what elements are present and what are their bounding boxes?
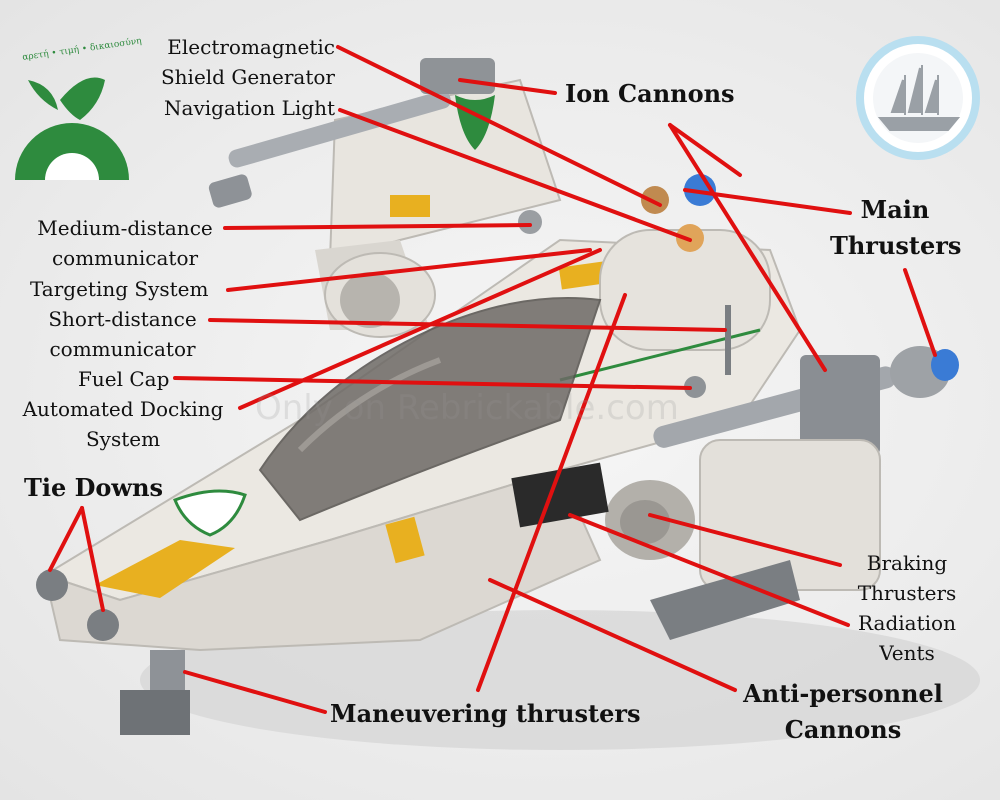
label-electromagnetic-line1: Electromagnetic [167,35,335,59]
label-navigation-light: Navigation Light [164,96,335,120]
label-radiation-line2: Vents [879,641,935,665]
side-yellow-block [385,516,425,564]
fuel-cap-part [684,376,706,398]
eagle-laurel-emblem-icon [28,77,105,120]
leader-tie-downs-b [80,506,105,612]
label-ion-cannons: Ion Cannons [565,79,735,108]
leader-short-comm [208,318,727,332]
label-docking-line1: Automated Docking [22,397,224,421]
label-braking-line1: Braking [866,551,948,575]
main-thruster-blue [931,349,959,381]
left-logo-sunburst [15,123,129,180]
ground-shadow [140,610,980,750]
label-radiation-line1: Radiation [858,611,956,635]
right-pod-block [800,355,880,455]
label-docking: Automated Docking System [8,394,238,454]
front-landing-foot [120,690,190,735]
radiation-vents [511,462,609,528]
label-braking: Braking Thrusters [846,548,968,608]
label-tie-downs: Tie Downs [24,473,164,502]
leader-radiation [568,513,850,627]
canopy-highlight [297,357,442,453]
leader-braking [648,513,842,567]
leader-maneuvering-b [476,293,627,692]
label-medium-comm: Medium-distance communicator [20,213,230,273]
upper-ion-cannon-tip [208,174,252,208]
label-maneuvering: Maneuvering thrusters [330,699,641,728]
leader-lines [48,45,937,714]
label-medium-comm-line2: communicator [51,246,199,270]
label-anti-personnel: Anti-personnel Cannons [738,676,948,748]
medium-comm-part [518,210,542,234]
rear-skid [650,560,800,640]
label-main-thrusters-line2: Thrusters [830,231,962,260]
tie-down-right [87,609,119,641]
tie-down-left [36,569,68,601]
label-medium-comm-line1: Medium-distance [37,216,213,240]
label-anti-personnel-line2: Cannons [784,715,902,744]
leader-electromagnetic [336,45,662,207]
label-docking-line2: System [85,427,161,451]
cockpit-canopy [258,297,602,522]
nose-emblem [173,489,247,537]
logo-right [856,36,980,160]
leader-anti-personnel [488,578,737,692]
short-comm-antenna [725,305,731,375]
pirate-shipwright-ship-icon [877,65,961,131]
leader-ion-cannons-top [458,78,557,95]
label-electromagnetic: Electromagnetic Shield Generator [130,32,335,92]
label-short-comm: Short-distance communicator [20,304,225,364]
leader-maneuvering-a [183,670,327,714]
leader-docking [238,248,602,410]
leader-fuel-cap [173,376,692,390]
leader-ion-cannons-b [668,123,827,372]
leader-navigation-light [338,108,692,242]
label-braking-line2: Thrusters [857,581,957,605]
left-engine-nozzle [340,272,400,328]
upper-ion-cannon-mount [420,58,495,94]
leader-tie-downs-a [48,506,84,572]
label-main-thrusters-line1: Main [860,195,930,224]
front-landing-leg [150,650,185,695]
left-logo-sun-core [45,153,99,180]
fuselage-bottom [43,468,602,652]
label-anti-personnel-line1: Anti-personnel [743,679,943,708]
upper-ion-cannon-barrel [228,90,451,168]
label-short-comm-line2: communicator [49,337,196,361]
label-short-comm-line1: Short-distance [48,307,197,331]
label-electromagnetic-line2: Shield Generator [160,65,335,89]
leader-main-thrusters-b [903,268,937,357]
leader-targeting [226,248,592,292]
label-targeting: Targeting System [30,277,209,301]
nose-yellow-plate [95,540,235,598]
leader-ion-cannons-a [668,123,742,177]
watermark: Only on Rebrickable.com [255,388,679,428]
fin-yellow-stripe [390,195,430,217]
leader-medium-comm [223,223,532,230]
leader-main-thrusters-a [683,188,852,215]
braking-thruster-inner [620,500,670,544]
label-radiation: Radiation Vents [846,608,968,668]
label-main-thrusters: Main Thrusters [830,192,962,264]
label-fuel-cap: Fuel Cap [78,367,170,391]
logo-left [15,77,129,180]
shield-generator-part [641,186,669,214]
